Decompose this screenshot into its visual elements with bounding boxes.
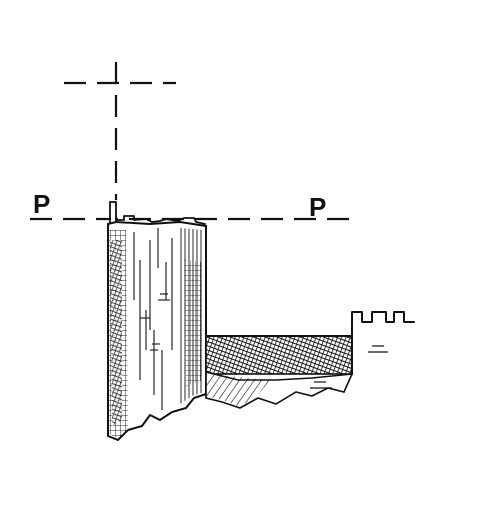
right-wall-battlements (351, 311, 415, 375)
building-roof (205, 335, 353, 375)
low-building (205, 311, 415, 375)
tower-battlements (115, 215, 206, 225)
ground-rock (205, 370, 354, 409)
tower-pole (109, 201, 117, 225)
label-p-right: P (309, 192, 326, 222)
tower (107, 201, 207, 442)
label-p-left: P (33, 189, 50, 219)
guide-lines (30, 62, 350, 221)
